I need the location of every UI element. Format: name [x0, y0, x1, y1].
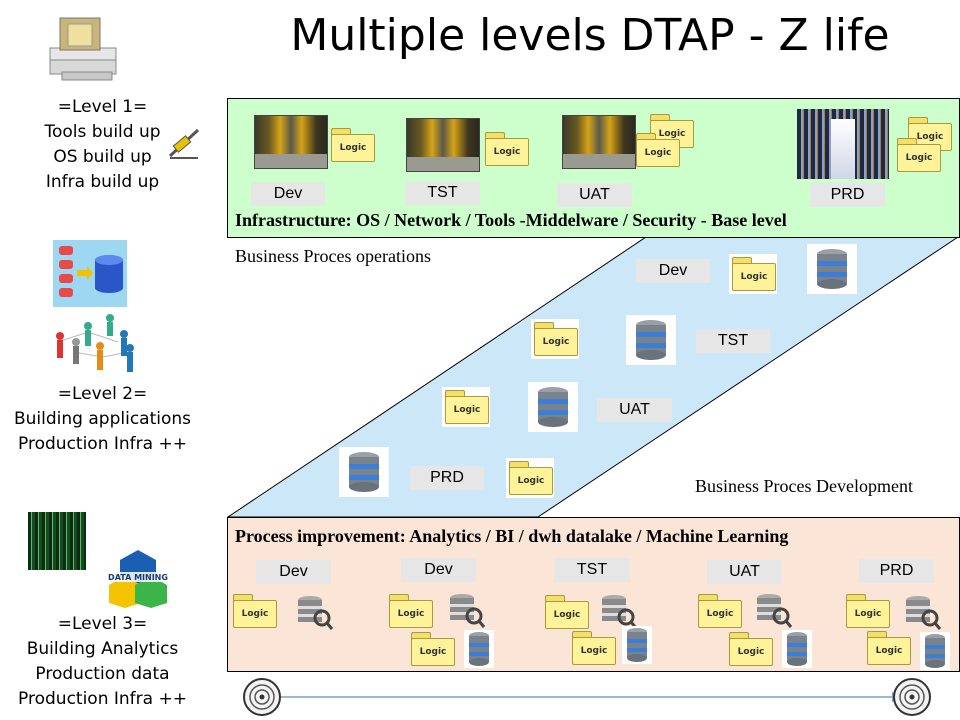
lifecycle-timeline: [243, 678, 931, 716]
env-label-dev: Dev: [251, 182, 325, 206]
tools-icon: [168, 128, 200, 159]
logic-folder-icon: Logic: [729, 632, 773, 666]
logic-folder-icon: Logic: [331, 128, 375, 162]
server-rack-image: [562, 115, 636, 169]
small-database-icon: [622, 626, 652, 664]
level-3-line: Production Infra ++: [18, 689, 187, 709]
logic-folder-frame: Logic: [729, 254, 777, 294]
data-mining-label: DATA MINING: [108, 573, 168, 582]
level-2-heading: =Level 2=: [57, 384, 148, 404]
env-label-dev: Dev: [401, 558, 476, 582]
spiral-clock-icon: [243, 678, 281, 716]
data-mining-icon: DATA MINING: [108, 550, 168, 608]
database-icon: [626, 315, 676, 365]
database-migration-icon: [53, 240, 127, 307]
logic-folder-icon: Logic: [897, 138, 941, 172]
level-2-line: Building applications: [14, 409, 191, 429]
logic-folder-icon: Logic: [411, 632, 455, 666]
env-label-dev: Dev: [636, 259, 710, 283]
logic-folder-icon: Logic: [545, 595, 589, 629]
business-development-label: Business Proces Development: [695, 476, 913, 496]
people-network-icon: [56, 314, 134, 372]
logic-folder-icon: Logic: [389, 594, 433, 628]
env-label-prd: PRD: [410, 466, 484, 490]
small-database-icon: [464, 630, 494, 668]
logic-folder-icon: Logic: [572, 631, 616, 665]
database-search-icon: [298, 596, 334, 630]
env-label-dev: Dev: [256, 560, 331, 584]
logic-folder-icon: Logic: [445, 390, 489, 424]
logic-folder-icon: Logic: [732, 257, 776, 291]
level-1-label: =Level 1= Tools build up OS build up Inf…: [10, 95, 195, 195]
env-label-uat: UAT: [707, 560, 782, 584]
logic-folder-icon: Logic: [636, 133, 680, 167]
env-label-tst: TST: [554, 558, 630, 582]
analytics-caption: Process improvement: Analytics / BI / dw…: [235, 526, 789, 546]
database-search-icon: [602, 595, 638, 629]
level-3-line: Building Analytics: [26, 639, 179, 659]
small-database-icon: [782, 630, 812, 668]
logic-folder-icon: Logic: [846, 594, 890, 628]
spiral-clock-icon: [893, 678, 931, 716]
logic-folder-icon: Logic: [485, 132, 529, 166]
env-label-tst: TST: [696, 329, 770, 353]
database-icon: [807, 244, 857, 294]
env-label-prd: PRD: [859, 559, 934, 583]
server-rack-image: [406, 118, 480, 172]
env-label-uat: UAT: [597, 398, 672, 422]
level-1-line: Tools build up: [44, 122, 161, 142]
logic-folder-icon: Logic: [867, 631, 911, 665]
level-1-line: Infra build up: [45, 172, 160, 192]
level-2-line: Production Infra ++: [18, 434, 187, 454]
business-operations-label: Business Proces operations: [235, 246, 431, 266]
logic-folder-icon: Logic: [509, 461, 553, 495]
env-label-tst: TST: [405, 181, 480, 205]
level-3-label: =Level 3= Building Analytics Production …: [5, 612, 200, 712]
logic-folder-frame: Logic: [442, 387, 490, 427]
env-label-uat: UAT: [557, 183, 632, 207]
matrix-data-icon: [28, 512, 86, 570]
page-title: Multiple levels DTAP - Z life: [290, 10, 890, 61]
level-2-label: =Level 2= Building applications Producti…: [5, 382, 200, 457]
logic-folder-icon: Logic: [534, 322, 578, 356]
platform-stack-icon: [49, 17, 117, 81]
database-search-icon: [757, 594, 793, 628]
datacenter-image: [797, 109, 889, 179]
database-search-icon: [906, 596, 942, 630]
database-icon: [528, 382, 578, 432]
level-3-heading: =Level 3=: [57, 614, 148, 634]
logic-folder-frame: Logic: [506, 458, 554, 498]
logic-folder-frame: Logic: [531, 319, 579, 359]
level-3-line: Production data: [35, 664, 170, 684]
database-icon: [339, 447, 389, 497]
logic-folder-icon: Logic: [233, 594, 277, 628]
infrastructure-caption: Infrastructure: OS / Network / Tools -Mi…: [235, 210, 787, 230]
env-label-prd: PRD: [810, 183, 885, 207]
small-database-icon: [920, 632, 950, 670]
server-rack-image: [254, 115, 328, 169]
level-1-heading: =Level 1=: [57, 97, 148, 117]
logic-folder-icon: Logic: [698, 594, 742, 628]
level-1-line: OS build up: [53, 147, 152, 167]
database-search-icon: [450, 594, 486, 628]
